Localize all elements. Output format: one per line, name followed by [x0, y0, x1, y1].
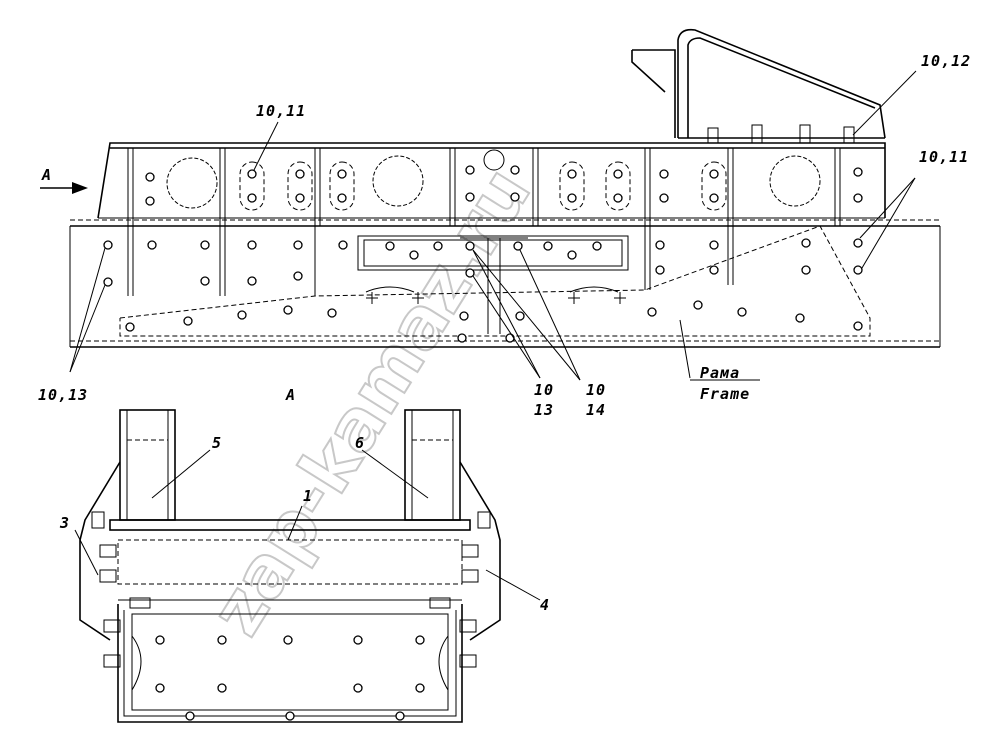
- label-part-1: 1: [303, 487, 313, 505]
- label-part-4: 4: [540, 596, 550, 614]
- label-view-arrow-a: A: [41, 166, 52, 184]
- label-frame-en: Frame: [700, 385, 750, 403]
- label-part-3: 3: [59, 514, 70, 532]
- label-10-mid2: 10: [586, 381, 606, 399]
- label-frame-ru: Рама: [700, 364, 740, 382]
- label-10-11-top: 10,11: [256, 102, 306, 120]
- view-arrow: [40, 182, 88, 194]
- label-section-a: A: [285, 386, 296, 404]
- label-13-mid: 13: [534, 401, 554, 419]
- label-part-5: 5: [212, 434, 222, 452]
- label-14-mid2: 14: [586, 401, 606, 419]
- label-10-11-right: 10,11: [919, 148, 969, 166]
- label-10-12: 10,12: [921, 52, 971, 70]
- label-10-mid: 10: [534, 381, 554, 399]
- leader-lines: [69, 70, 917, 381]
- label-10-13-left: 10,13: [38, 386, 88, 404]
- frame-side-view: [69, 28, 941, 348]
- label-part-6: 6: [355, 434, 365, 452]
- section-view-a: [74, 409, 541, 723]
